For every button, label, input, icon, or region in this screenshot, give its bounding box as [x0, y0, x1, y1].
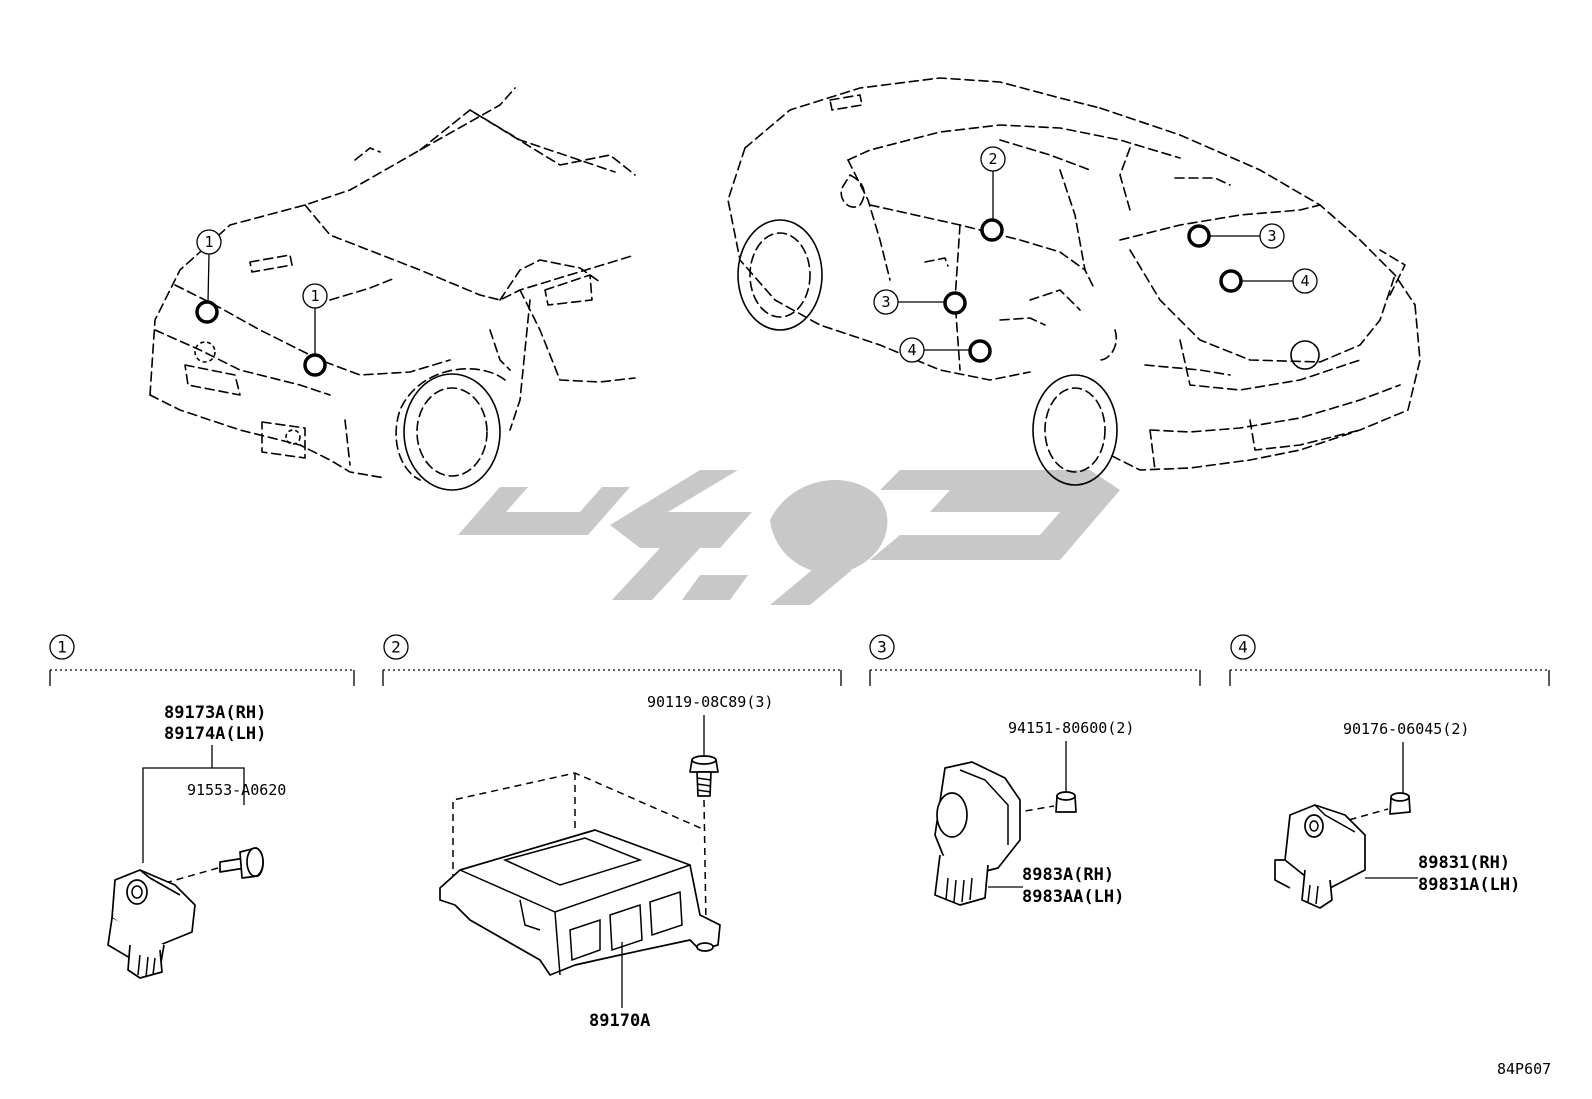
- callout-number: 3: [881, 293, 890, 311]
- location-marker-1b: [303, 353, 327, 377]
- callout-number: 3: [1267, 227, 1276, 245]
- watermark-logo: [458, 470, 1120, 605]
- car-callouts: 1 1 2 3 4 3 4: [196, 146, 1318, 363]
- callout-number: 1: [310, 287, 319, 305]
- part-number-89170A: 89170A: [589, 1011, 650, 1031]
- section-4-parts: 90176-06045(2) 89831(RH) 89831A(LH): [1274, 720, 1520, 909]
- part-number-91553-A0620: 91553-A0620: [187, 781, 286, 799]
- side-impact-sensor: [934, 761, 1021, 906]
- location-marker-3a: [943, 291, 967, 315]
- section-1-number: 1: [57, 638, 67, 657]
- location-marker-4b: [1219, 269, 1243, 293]
- section-4-number: 4: [1238, 638, 1248, 657]
- part-number-89174A: 89174A(LH): [164, 724, 266, 744]
- callout-number: 4: [1300, 272, 1309, 290]
- part-number-90176-06045: 90176-06045(2): [1343, 720, 1469, 738]
- rear-car-illustration: [727, 77, 1421, 486]
- section-headers: 1 2 3 4: [49, 634, 1550, 686]
- callout-number: 2: [988, 150, 997, 168]
- front-car-illustration: [149, 87, 636, 491]
- part-number-8983AA: 8983AA(LH): [1022, 887, 1124, 907]
- section-2-parts: 90119-08C89(3) 89170A: [439, 693, 773, 1031]
- location-marker-3b: [1187, 224, 1211, 248]
- nut-94151: [1055, 791, 1077, 813]
- front-impact-sensor: [107, 869, 196, 979]
- location-markers: [195, 218, 1243, 377]
- part-number-94151-80600: 94151-80600(2): [1008, 719, 1134, 737]
- part-number-89831: 89831(RH): [1418, 853, 1510, 873]
- nut-90176: [1389, 792, 1411, 815]
- part-number-8983A: 8983A(RH): [1022, 865, 1114, 885]
- section-1-parts: 89173A(RH) 89174A(LH) 91553-A0620: [107, 703, 286, 979]
- callout-number: 1: [204, 233, 213, 251]
- section-3-parts: 94151-80600(2) 8983A(RH) 8983AA(LH): [934, 719, 1134, 907]
- bolt-91553: [219, 847, 264, 879]
- location-marker-1a: [195, 300, 219, 324]
- callout-number: 4: [907, 341, 916, 359]
- airbag-ecu: [439, 829, 721, 976]
- rear-impact-sensor: [1274, 804, 1366, 909]
- section-3-number: 3: [877, 638, 887, 657]
- section-2-number: 2: [391, 638, 401, 657]
- location-marker-2: [980, 218, 1004, 242]
- part-number-89173A: 89173A(RH): [164, 703, 266, 723]
- location-marker-4a: [968, 339, 992, 363]
- bolt-90119: [689, 755, 719, 797]
- diagram-code: 84P607: [1497, 1060, 1551, 1078]
- part-number-90119-08C89: 90119-08C89(3): [647, 693, 773, 711]
- part-number-89831A: 89831A(LH): [1418, 875, 1520, 895]
